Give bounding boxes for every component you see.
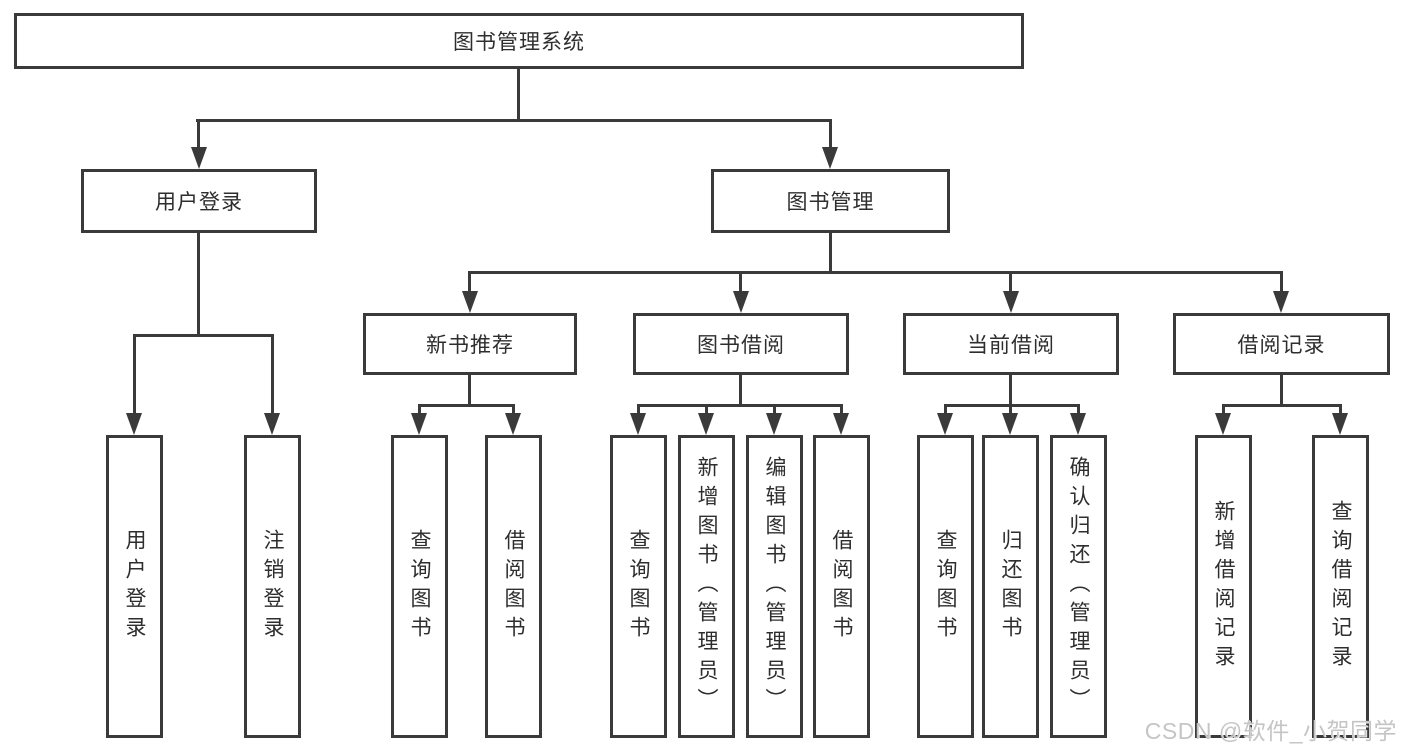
leaf-label: 新增借阅记录 — [1212, 499, 1235, 674]
arrow-down-icon — [505, 413, 521, 435]
leaf-add-borrow-record: 新增借阅记录 — [1195, 435, 1252, 738]
leaf-label: 借阅图书 — [830, 528, 853, 645]
leaf-confirm-return-admin: 确认归还（管理员） — [1050, 435, 1107, 738]
leaf-query-borrow-record: 查询借阅记录 — [1312, 435, 1369, 738]
leaf-label: 确认归还（管理员） — [1067, 456, 1090, 717]
connector-line — [1222, 404, 1342, 407]
arrow-down-icon — [264, 413, 280, 435]
leaf-borrow-books-recommend: 借阅图书 — [485, 435, 542, 738]
arrow-down-icon — [937, 413, 953, 435]
leaf-label: 查询图书 — [934, 528, 957, 645]
leaf-logout: 注销登录 — [244, 435, 301, 738]
connector-line — [468, 271, 1282, 274]
node-label: 图书管理 — [786, 191, 875, 214]
node-user-login: 用户登录 — [81, 169, 317, 233]
node-library-management-system: 图书管理系统 — [14, 13, 1024, 69]
connector-line — [1280, 271, 1283, 293]
node-label: 借阅记录 — [1237, 334, 1326, 357]
leaf-label: 查询借阅记录 — [1329, 499, 1352, 674]
connector-line — [840, 404, 843, 415]
node-label: 新书推荐 — [426, 334, 514, 357]
connector-line — [739, 373, 742, 406]
connector-line — [133, 334, 274, 337]
connector-line — [1222, 404, 1225, 415]
connector-line — [468, 373, 471, 406]
leaf-label: 用户登录 — [123, 528, 146, 645]
leaf-borrow-books: 借阅图书 — [813, 435, 870, 738]
arrow-down-icon — [698, 413, 714, 435]
arrow-down-icon — [630, 413, 646, 435]
leaf-user-login: 用户登录 — [106, 435, 163, 738]
leaf-return-books: 归还图书 — [982, 435, 1039, 738]
connector-line — [739, 271, 742, 293]
leaf-query-books-borrowing: 查询图书 — [610, 435, 667, 738]
arrow-down-icon — [1070, 413, 1086, 435]
connector-line — [637, 404, 842, 407]
leaf-add-books-admin: 新增图书（管理员） — [678, 435, 735, 738]
connector-line — [773, 404, 776, 415]
arrow-down-icon — [1332, 413, 1348, 435]
leaf-label: 借阅图书 — [502, 528, 525, 645]
connector-line — [944, 404, 947, 415]
connector-line — [637, 404, 640, 415]
leaf-label: 归还图书 — [999, 528, 1022, 645]
arrow-down-icon — [462, 291, 478, 313]
arrow-down-icon — [1002, 413, 1018, 435]
connector-line — [517, 66, 520, 122]
leaf-query-books-current: 查询图书 — [917, 435, 974, 738]
arrow-down-icon — [411, 413, 427, 435]
arrow-down-icon — [191, 147, 207, 169]
node-label: 用户登录 — [155, 191, 243, 214]
node-book-borrowing: 图书借阅 — [633, 313, 849, 375]
leaf-edit-books-admin: 编辑图书（管理员） — [746, 435, 803, 738]
arrow-down-icon — [833, 413, 849, 435]
arrow-down-icon — [1215, 413, 1231, 435]
leaf-label: 查询图书 — [408, 528, 431, 645]
node-book-management: 图书管理 — [711, 169, 950, 233]
connector-line — [418, 404, 515, 407]
connector-line — [468, 271, 471, 293]
connector-line — [829, 230, 832, 273]
connector-line — [1009, 404, 1012, 415]
leaf-label: 新增图书（管理员） — [695, 456, 718, 717]
connector-line — [197, 119, 200, 149]
connector-line — [196, 119, 832, 122]
connector-line — [944, 404, 1080, 407]
arrow-down-icon — [126, 413, 142, 435]
connector-line — [1339, 404, 1342, 415]
arrow-down-icon — [1273, 291, 1289, 313]
connector-line — [829, 119, 832, 149]
leaf-label: 注销登录 — [261, 528, 284, 645]
leaf-label: 查询图书 — [627, 528, 650, 645]
connector-line — [1280, 373, 1283, 406]
leaf-query-books-recommend: 查询图书 — [391, 435, 448, 738]
leaf-label: 编辑图书（管理员） — [763, 456, 786, 717]
arrow-down-icon — [822, 147, 838, 169]
connector-line — [197, 230, 200, 336]
connector-line — [271, 334, 274, 415]
connector-line — [1009, 271, 1012, 293]
node-label: 图书管理系统 — [453, 31, 585, 54]
node-label: 当前借阅 — [967, 334, 1055, 357]
connector-line — [512, 404, 515, 415]
watermark: CSDN @软件_小贺同学 — [1144, 718, 1397, 744]
connector-line — [705, 404, 708, 415]
node-current-borrowing: 当前借阅 — [903, 313, 1119, 375]
connector-line — [418, 404, 421, 415]
node-new-book-recommendation: 新书推荐 — [363, 313, 577, 375]
node-label: 图书借阅 — [697, 334, 785, 357]
connector-line — [1077, 404, 1080, 415]
arrow-down-icon — [766, 413, 782, 435]
arrow-down-icon — [733, 291, 749, 313]
connector-line — [133, 334, 136, 415]
connector-line — [1009, 373, 1012, 406]
arrow-down-icon — [1003, 291, 1019, 313]
node-borrowing-records: 借阅记录 — [1173, 313, 1390, 375]
